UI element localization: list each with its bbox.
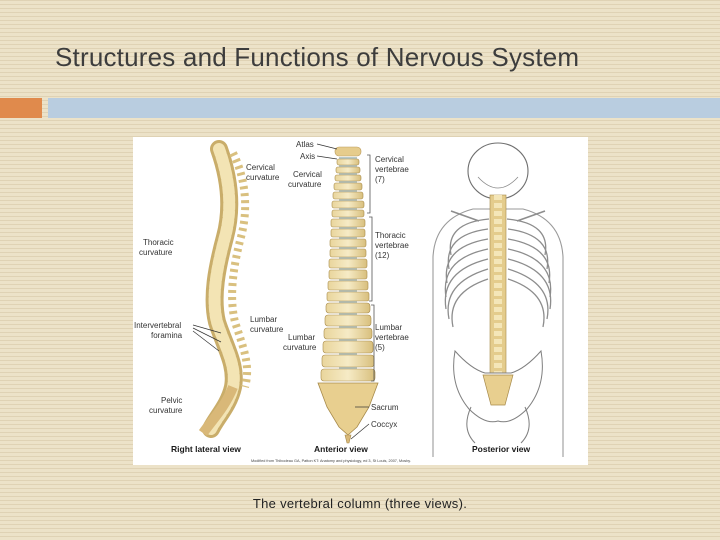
atlas-label: Atlas [296, 140, 314, 149]
posterior-skeleton-drawing [432, 142, 564, 457]
lumbar-curvature-label-anterior-2: curvature [283, 343, 317, 352]
thoracic-curvature-label-1: Thoracic [143, 238, 174, 247]
anterior-spine-drawing [317, 146, 379, 444]
cervical-vertebrae-label-3: (7) [375, 175, 385, 184]
lateral-spine-drawing [198, 140, 252, 438]
thoracic-vertebrae-label-1: Thoracic [375, 231, 406, 240]
anterior-leader-lines [316, 143, 338, 160]
thoracic-vertebrae-label-3: (12) [375, 251, 390, 260]
lumbar-vertebrae-label-1: Lumbar [375, 323, 402, 332]
region-brackets [367, 154, 375, 382]
sacrum-label: Sacrum [371, 403, 399, 412]
cervical-curvature-label-anterior-2: curvature [288, 180, 322, 189]
accent-bar [0, 98, 42, 118]
figure-credit: Modified from Thibodeau GA, Patton KT: A… [251, 459, 411, 463]
lateral-leader-lines [192, 324, 222, 352]
intervertebral-foramina-label-2: foramina [151, 331, 183, 340]
view-titles: Right lateral view Anterior view Posteri… [171, 444, 530, 454]
cervical-curvature-label-lateral-2: curvature [246, 173, 280, 182]
lumbar-vertebrae-label-2: vertebrae [375, 333, 409, 342]
lumbar-curvature-label-anterior-1: Lumbar [288, 333, 315, 342]
vertebral-column-illustration: Cervical curvature Thoracic curvature In… [134, 140, 564, 463]
thoracic-curvature-label-2: curvature [139, 248, 173, 257]
coccyx-label: Coccyx [371, 420, 397, 429]
lumbar-vertebrae-label-3: (5) [375, 343, 385, 352]
lateral-view-labels: Cervical curvature Thoracic curvature In… [134, 163, 284, 415]
cervical-curvature-label-anterior-1: Cervical [293, 170, 322, 179]
sacrum-coccyx-leaders [350, 406, 370, 440]
anterior-view-title: Anterior view [314, 444, 368, 454]
lumbar-curvature-label-lateral-2: curvature [250, 325, 284, 334]
vertebral-column-figure: Cervical curvature Thoracic curvature In… [133, 137, 588, 465]
cervical-vertebrae-label-1: Cervical [375, 155, 404, 164]
slide-title: Structures and Functions of Nervous Syst… [55, 42, 580, 72]
lumbar-curvature-label-lateral-1: Lumbar [250, 315, 277, 324]
cervical-curvature-label-lateral-1: Cervical [246, 163, 275, 172]
intervertebral-foramina-label-1: Intervertebral [134, 321, 181, 330]
pelvic-curvature-label-1: Pelvic [161, 396, 182, 405]
axis-label: Axis [300, 152, 315, 161]
region-labels: Cervical vertebrae (7) Thoracic vertebra… [371, 155, 409, 429]
posterior-view-title: Posterior view [472, 444, 530, 454]
figure-caption: The vertebral column (three views). [252, 496, 468, 511]
title-divider-bar [48, 98, 720, 118]
thoracic-vertebrae-label-2: vertebrae [375, 241, 409, 250]
anterior-view-labels: Atlas Axis Cervical curvature Lumbar cur… [283, 140, 322, 352]
cervical-vertebrae-label-2: vertebrae [375, 165, 409, 174]
pelvic-curvature-label-2: curvature [149, 406, 183, 415]
right-lateral-view-title: Right lateral view [171, 444, 241, 454]
